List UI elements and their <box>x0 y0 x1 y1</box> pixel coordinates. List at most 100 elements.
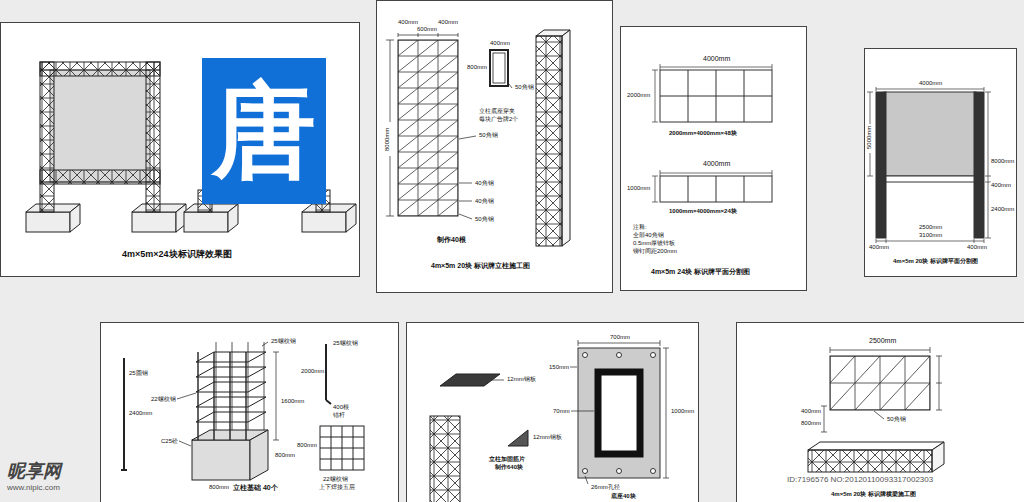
dimension-label: 25螺纹钢 <box>332 340 359 347</box>
rebar-ring <box>196 352 266 422</box>
dimension-label: 25圆钢 <box>128 370 149 377</box>
truss-frame <box>40 170 160 184</box>
drawing-caption: 4m×5m×24块标识牌效果图 <box>121 250 233 260</box>
dimension-label: 400mm <box>966 244 988 251</box>
division-grid <box>688 176 744 202</box>
dimension-label: 4000mm <box>702 55 731 63</box>
dimension-label: 40角钢 <box>474 198 495 205</box>
dimension-label: 注释: <box>632 224 648 231</box>
dimension-label: 2500mm <box>868 337 897 345</box>
division-grid <box>660 176 772 202</box>
rebar-ring <box>196 367 266 377</box>
drawing-panel <box>407 323 699 502</box>
drawing-caption: 立柱加固筋片 <box>488 456 526 463</box>
concrete-block <box>250 430 268 480</box>
column-drawing <box>562 30 570 246</box>
dimension-label: 150mm <box>548 364 570 371</box>
beam-drawing <box>808 442 944 450</box>
dimension-label: 3100mm <box>918 232 943 239</box>
base-plate-drawing <box>508 430 528 446</box>
dimension-label: 2500mm <box>918 224 943 231</box>
steel-rod <box>121 358 127 470</box>
concrete-base <box>132 212 176 232</box>
dimension-label: 40角钢 <box>474 180 495 187</box>
drawing-caption: 立柱基础 40个 <box>232 484 279 492</box>
dimension-label: 50角钢 <box>514 84 535 91</box>
dimension-label: 2000mm <box>300 368 325 375</box>
sign-illustration <box>26 62 356 232</box>
rebar-ring <box>196 412 266 422</box>
dimension-label: 全部40角钢 <box>632 232 665 239</box>
steel-rod <box>326 344 331 404</box>
sign-front-view <box>886 176 974 182</box>
drawing-panel <box>621 27 807 291</box>
column-drawing <box>398 40 458 216</box>
drawing-panel <box>865 49 1017 277</box>
drawing-caption: 底座40块 <box>610 493 637 500</box>
column-drawing <box>536 36 562 246</box>
division-grid <box>652 64 772 202</box>
rebar-ring <box>196 352 266 362</box>
drawing-caption: 4m×5m 20块 标识牌横梁施工图 <box>830 491 917 498</box>
dimension-label: 1000mm <box>670 408 695 415</box>
foundation-drawing <box>121 342 364 480</box>
dimension-label: 26mm孔径 <box>590 484 621 491</box>
concrete-base <box>26 212 70 232</box>
dimension-label: 800mm <box>208 484 230 491</box>
sign-illustration <box>50 70 150 182</box>
dimension-label: 70mm <box>552 408 571 415</box>
dimension-label: 上下焊接五层 <box>318 484 356 491</box>
foundation-drawing <box>320 426 364 470</box>
drawing-caption: 4m×5m 20块 标识牌平面分割图 <box>892 258 979 265</box>
truss-frame <box>40 62 160 76</box>
dimension-label: 0.5mm厚镀锌板 <box>632 240 676 247</box>
dimension-label: 22螺纹钢 <box>150 396 177 403</box>
concrete-base <box>228 204 238 232</box>
sign-front-view <box>876 92 886 238</box>
dimension-label: 400mm <box>868 244 890 251</box>
sign-front-view <box>884 92 976 176</box>
concrete-block <box>192 440 250 480</box>
base-plate-drawing <box>430 416 460 502</box>
drawing-panel <box>1 23 360 277</box>
drawing-caption: 4m×5m 24块 标识牌平面分割图 <box>650 268 751 276</box>
dimension-label: 4000mm <box>702 160 731 168</box>
dimension-line <box>273 352 279 440</box>
dimension-label: 4000mm <box>918 80 943 87</box>
concrete-base <box>302 212 346 232</box>
dimension-label: 5000mm <box>866 125 873 150</box>
dimension-label: 400mm <box>990 182 1012 189</box>
column-drawing <box>490 50 508 86</box>
dimension-label: 400mm <box>800 408 822 415</box>
beam-drawing <box>932 442 944 472</box>
dimension-label: 800mm <box>800 420 822 427</box>
concrete-base <box>70 204 80 232</box>
dimension-label: 1000mm <box>626 185 651 192</box>
dimension-label: 8000mm <box>990 158 1015 165</box>
drawing-panel <box>377 1 613 293</box>
beam-drawing <box>830 356 930 410</box>
drawing-caption: 4m×5m 20块 标识牌立柱施工图 <box>430 262 531 270</box>
bolt-hole <box>651 469 656 474</box>
truss-frame <box>146 62 160 212</box>
bolt-hole <box>651 353 656 358</box>
concrete-base <box>184 212 228 232</box>
drawing-panel <box>101 323 399 502</box>
watermark-text: ID:7196576 NO:20120110093317002303 <box>786 476 934 485</box>
dimension-line <box>867 87 991 243</box>
watermark-text: 昵享网 <box>6 462 62 482</box>
watermark-text: www.nipic.com <box>6 484 61 493</box>
concrete-base <box>26 204 356 232</box>
base-plate-drawing <box>578 348 660 478</box>
dimension-line <box>652 64 772 202</box>
beam-drawing <box>808 347 944 472</box>
beam-drawing <box>808 450 932 472</box>
division-grid <box>660 70 772 122</box>
dimension-label: 2400mm <box>990 206 1015 213</box>
sign-board: 唐 <box>202 58 326 204</box>
dimension-label: 700mm <box>609 334 631 341</box>
dimension-label: 400mm <box>437 19 459 26</box>
base-plate-drawing <box>440 374 500 386</box>
leader-line <box>459 84 512 219</box>
